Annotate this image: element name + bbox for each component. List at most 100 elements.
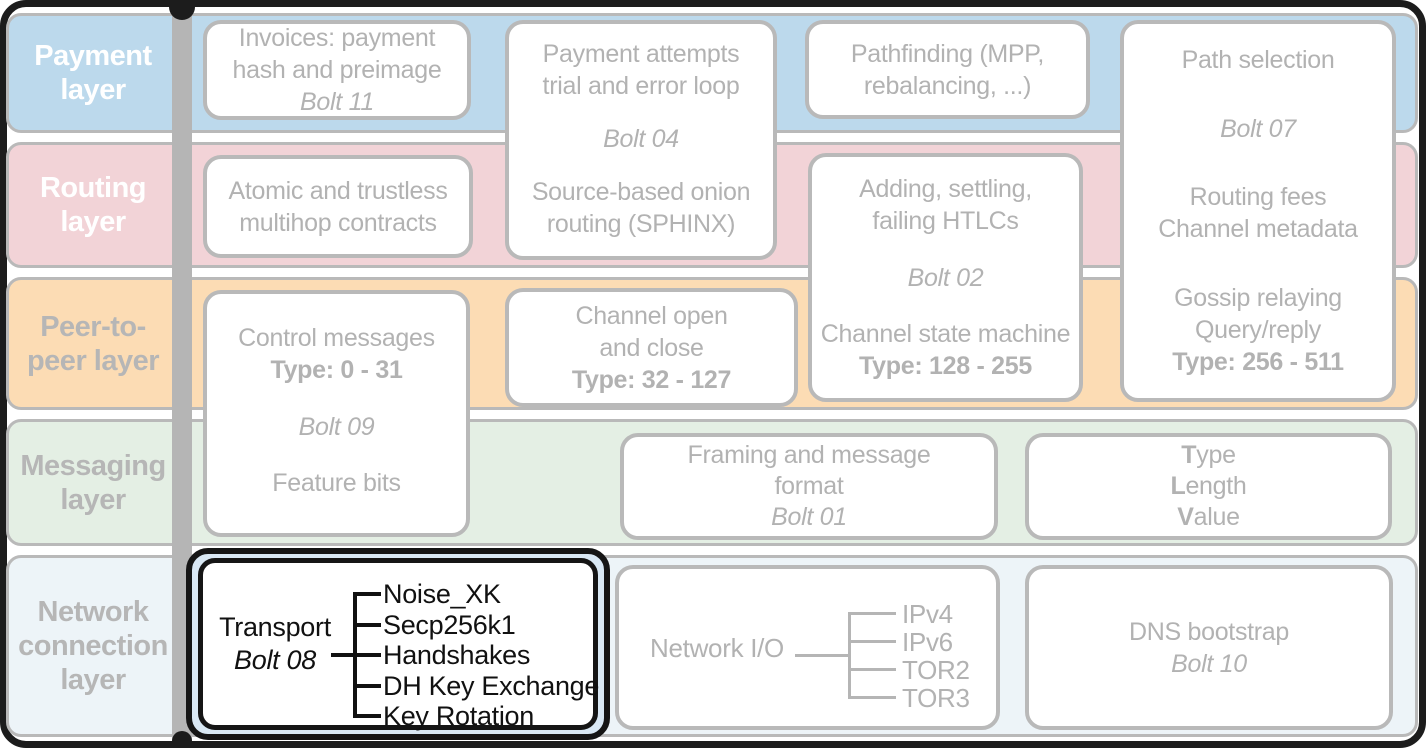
- text-group: Gossip relaying Query/reply Type: 256 - …: [1124, 282, 1392, 378]
- highlight-transport-box: Transport Bolt 08 Noise_XK Secp256k1 Han…: [186, 548, 610, 740]
- box-htlc-state-machine: Adding, settling, failing HTLCs Bolt 02 …: [808, 153, 1083, 402]
- transport-tree-tick: [353, 653, 381, 657]
- box-channel-open-close: Channel open and close Type: 32 - 127: [505, 288, 798, 407]
- network-io-tree-connector: [795, 654, 851, 657]
- text-group: Payment attempts trial and error loop: [509, 38, 773, 102]
- band-label-messaging: Messaging layer: [9, 422, 177, 543]
- box-text-line: Adding, settling,: [859, 175, 1032, 203]
- transport-inner-box: Transport Bolt 08 Noise_XK Secp256k1 Han…: [198, 558, 600, 731]
- band-label-line: connection: [18, 630, 168, 662]
- box-control-messages: Control messages Type: 0 - 31 Bolt 09 Fe…: [203, 290, 470, 537]
- box-text-line: Channel open: [575, 301, 728, 330]
- text-group: Routing fees Channel metadata: [1124, 181, 1392, 245]
- box-text-line: Invoices: payment: [238, 24, 436, 52]
- band-label-line: Routing: [39, 172, 147, 204]
- network-io-tree-tick: [848, 640, 896, 643]
- text-group: Bolt 02: [812, 262, 1079, 294]
- network-io-tree-spine: [848, 612, 851, 699]
- box-invoices: Invoices: payment hash and preimage Bolt…: [203, 20, 471, 120]
- transport-item-dh-exchange: DH Key Exchange: [383, 671, 600, 701]
- network-io-item-tor3: TOR3: [902, 683, 970, 713]
- network-io-label: Network I/O: [650, 632, 784, 663]
- box-text-line: Query/reply: [1195, 315, 1321, 344]
- bolt-ref: Bolt 11: [300, 88, 374, 116]
- band-label-line: Network: [37, 596, 149, 628]
- box-framing-format: Framing and message format Bolt 01: [620, 433, 998, 540]
- box-text-line: routing (SPHINX): [546, 210, 736, 238]
- text-group: Control messages Type: 0 - 31: [207, 322, 466, 386]
- bolt-ref: Bolt 10: [1171, 649, 1247, 678]
- transport-tree-tick: [353, 684, 381, 688]
- box-text-line: format: [774, 472, 844, 500]
- box-text-line: Pathfinding (MPP,: [850, 39, 1045, 68]
- box-text-line: Gossip relaying: [1174, 283, 1342, 312]
- box-dns-bootstrap: DNS bootstrap Bolt 10: [1025, 565, 1393, 730]
- network-io-tree-tick: [848, 612, 896, 615]
- box-text-line: rebalancing, ...): [863, 71, 1032, 100]
- network-io-tree-tick: [848, 696, 896, 699]
- text-group: Path selection: [1124, 44, 1392, 76]
- box-text-line: Payment attempts: [542, 40, 740, 68]
- box-text-line: Feature bits: [272, 469, 401, 497]
- text-group: Channel state machine Type: 128 - 255: [812, 318, 1079, 382]
- divider-bottom-dot: [172, 731, 192, 748]
- box-text-line: hash and preimage: [232, 56, 442, 84]
- band-label-line: Messaging: [20, 449, 166, 482]
- tlv-value-line: Value: [1177, 503, 1240, 531]
- box-text-line: Path selection: [1181, 46, 1335, 74]
- box-text-line: failing HTLCs: [872, 207, 1019, 235]
- band-label-payment: Payment layer: [9, 16, 177, 130]
- text-group: Bolt 07: [1124, 113, 1392, 145]
- box-network-io: Network I/O IPv4 IPv6 TOR2 TOR3: [615, 565, 1000, 730]
- transport-item-key-rotation: Key Rotation: [383, 701, 534, 731]
- bolt-ref: Bolt 01: [771, 503, 847, 531]
- type-range: Type: 32 - 127: [571, 365, 732, 394]
- network-io-item-ipv6: IPv6: [902, 627, 953, 657]
- divider-top-dot: [169, 0, 195, 20]
- bolt-ref: Bolt 09: [298, 412, 375, 441]
- box-text-line: Source-based onion: [531, 178, 751, 206]
- bolt-ref: Bolt 02: [907, 263, 984, 292]
- band-label-network-connection: Network connection layer: [9, 558, 177, 734]
- text-group: Source-based onion routing (SPHINX): [509, 176, 773, 240]
- box-text-line: Channel metadata: [1158, 215, 1358, 244]
- bolt-ref: Bolt 04: [603, 125, 679, 153]
- band-label-line: layer: [60, 483, 126, 516]
- box-payment-attempts: Payment attempts trial and error loop Bo…: [505, 20, 777, 260]
- box-text-line: Framing and message: [687, 441, 931, 469]
- type-range: Type: 256 - 511: [1172, 347, 1344, 376]
- type-range: Type: 128 - 255: [859, 352, 1032, 380]
- box-text-line: Channel state machine: [820, 320, 1071, 348]
- transport-item-secp256k1: Secp256k1: [383, 610, 516, 640]
- band-label-routing: Routing layer: [9, 145, 177, 265]
- transport-label: Transport Bolt 08: [211, 563, 339, 725]
- text-group: Bolt 04: [509, 123, 773, 155]
- box-pathfinding: Pathfinding (MPP, rebalancing, ...): [805, 20, 1090, 119]
- box-text-line: Routing fees: [1189, 183, 1327, 212]
- tlv-length-line: Length: [1170, 472, 1247, 500]
- label-divider-bar: [172, 7, 192, 741]
- band-label-line: Payment: [34, 40, 152, 72]
- box-text-line: trial and error loop: [542, 72, 740, 100]
- text-group: Bolt 09: [207, 411, 466, 443]
- band-label-line: layer: [60, 74, 126, 106]
- transport-title: Transport: [219, 612, 331, 642]
- band-label-peer-to-peer: Peer-to- peer layer: [9, 280, 177, 407]
- band-label-line: layer: [60, 664, 126, 696]
- network-io-tree-tick: [848, 668, 896, 671]
- transport-tree-tick: [353, 714, 381, 718]
- network-io-item-tor2: TOR2: [902, 655, 970, 685]
- bolt-ref: Bolt 07: [1220, 114, 1296, 143]
- box-text-line: and close: [599, 333, 704, 362]
- text-group: Adding, settling, failing HTLCs: [812, 173, 1079, 237]
- transport-item-noise-xk: Noise_XK: [383, 579, 501, 609]
- box-text-line: multihop contracts: [239, 208, 437, 237]
- box-tlv: Type Length Value: [1025, 433, 1392, 540]
- tlv-type-line: Type: [1181, 441, 1236, 469]
- network-io-item-ipv4: IPv4: [902, 599, 953, 629]
- text-group: Feature bits: [207, 467, 466, 499]
- transport-tree-tick: [353, 592, 381, 596]
- type-range: Type: 0 - 31: [270, 356, 403, 384]
